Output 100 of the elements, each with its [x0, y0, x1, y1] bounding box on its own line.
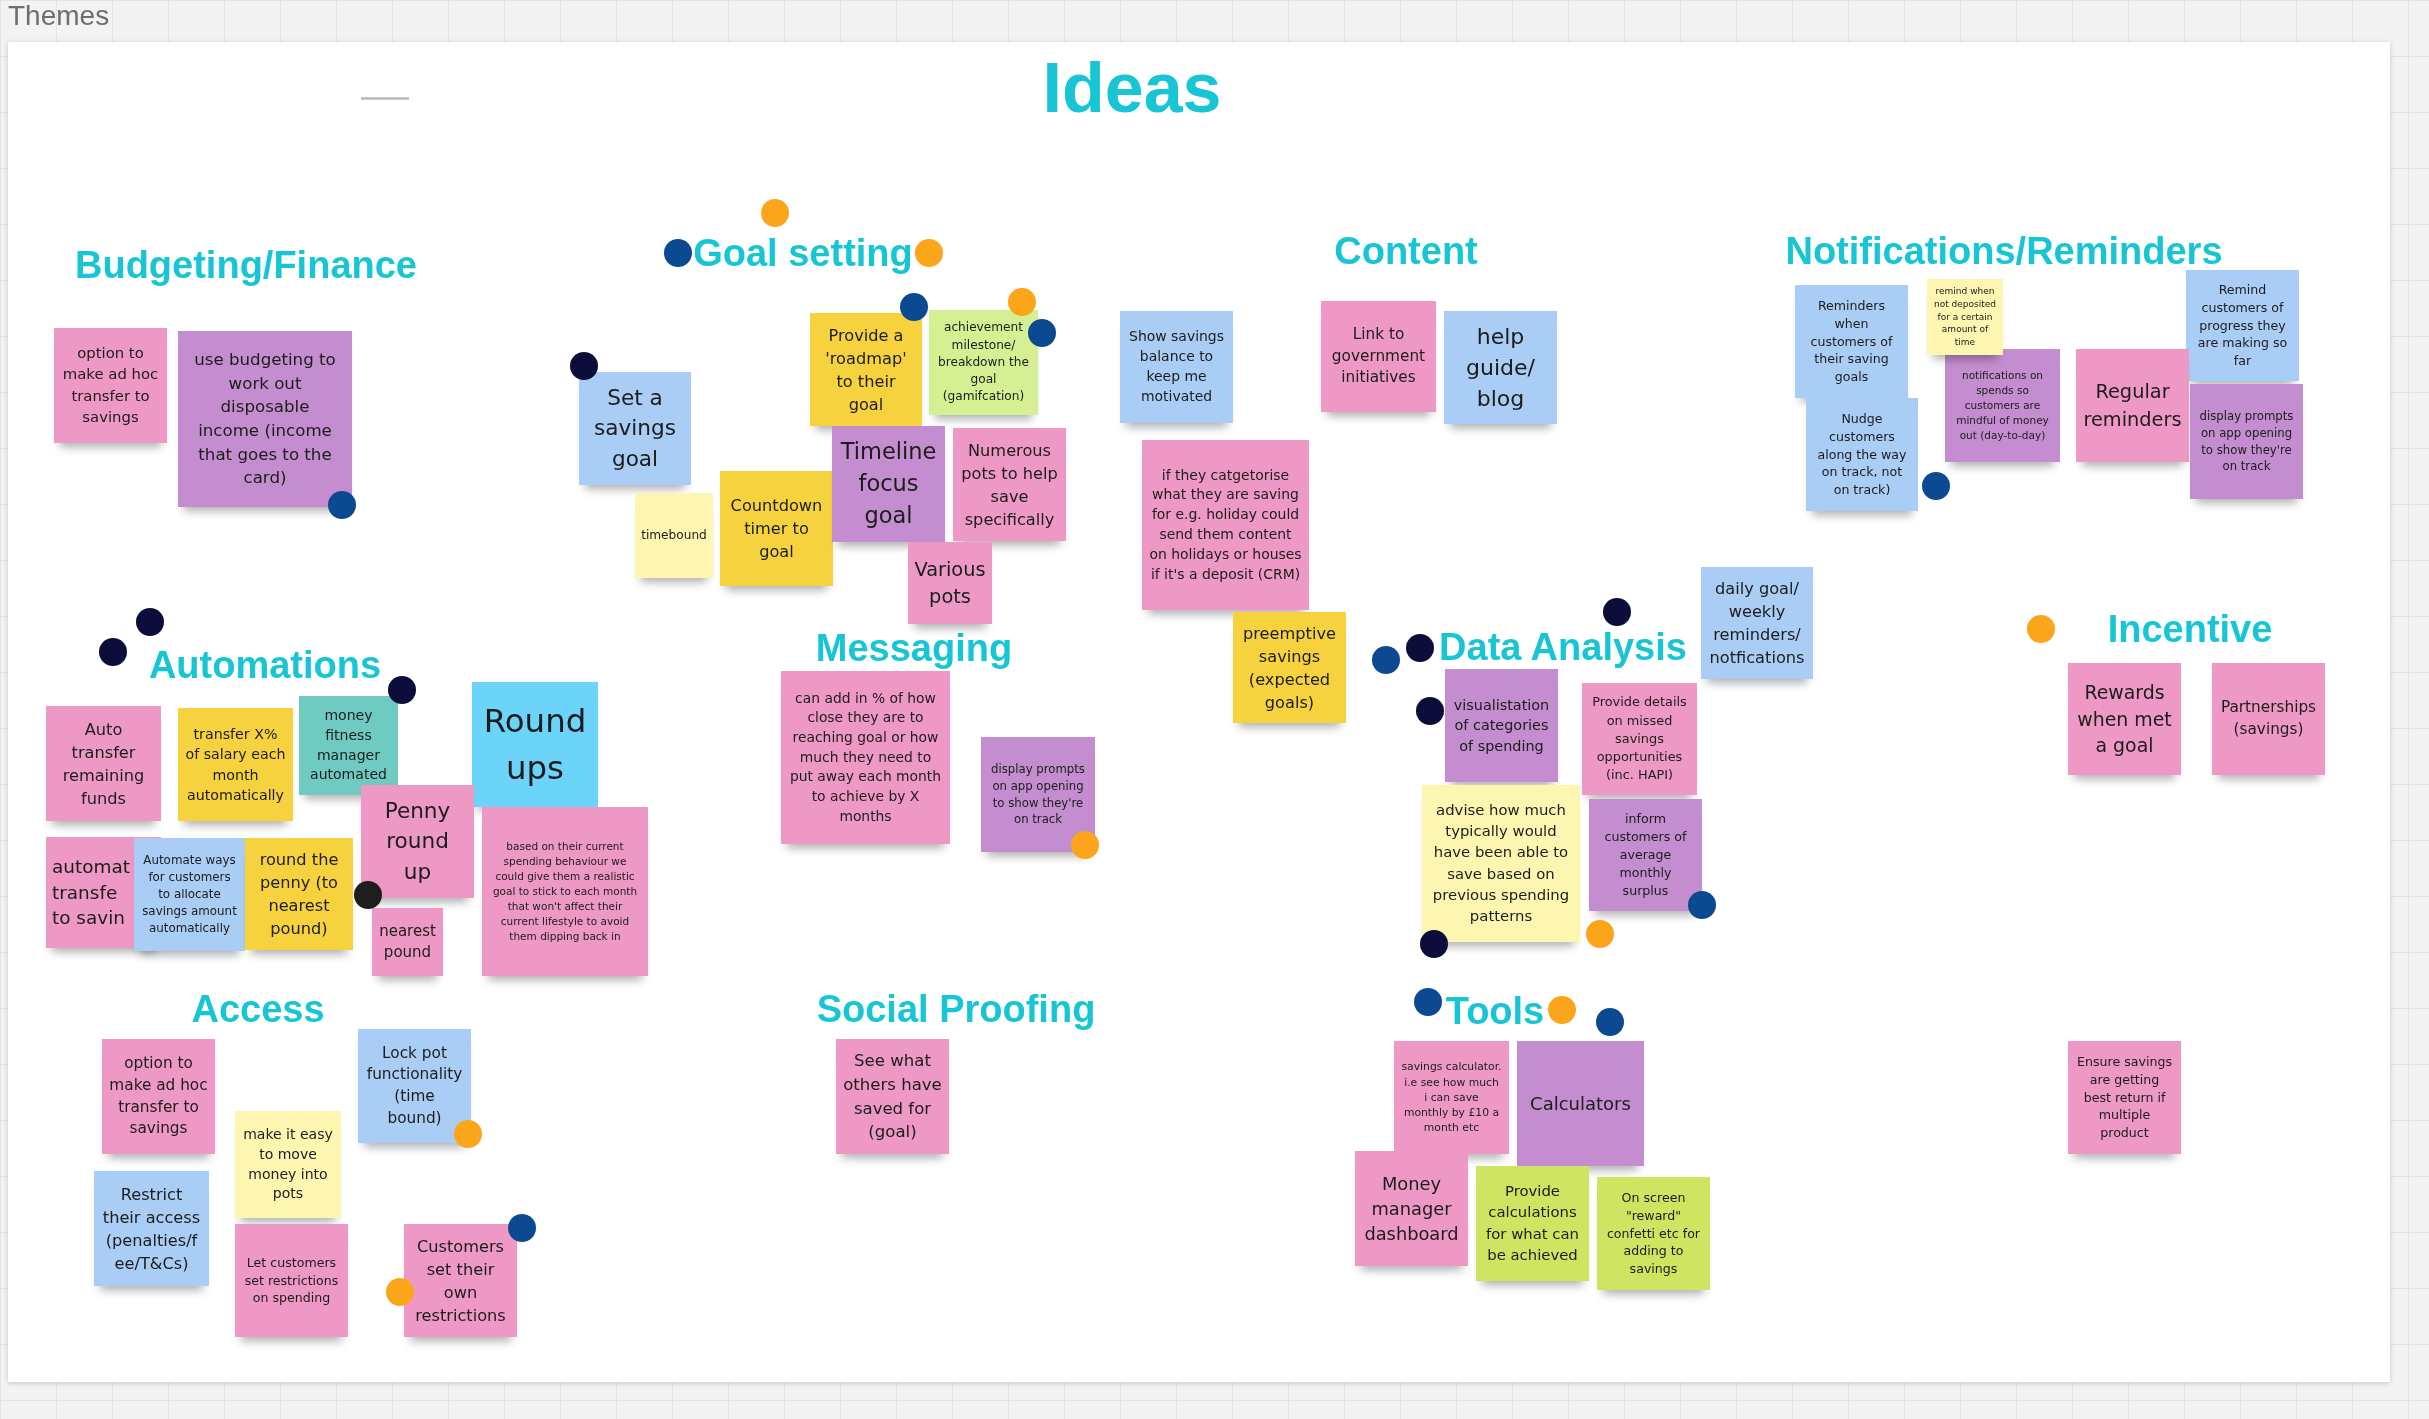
sticky-note — [781, 671, 950, 844]
note-text: Restrict their access (penalties/f ee/T&Cs) — [101, 1183, 202, 1275]
note-text: nearest pound — [378, 920, 437, 963]
note-text: Auto transfer remaining funds — [61, 718, 146, 810]
sticky-note — [1321, 301, 1436, 412]
sticky-note — [720, 471, 833, 586]
sticky-note — [1582, 683, 1697, 795]
sticky-note — [908, 542, 992, 624]
sticky-note — [2076, 349, 2189, 462]
note-text: Numerous pots to help save specifically — [960, 439, 1059, 531]
sticky-note — [2068, 1041, 2181, 1154]
note-text: Calculators — [1530, 1091, 1631, 1116]
note-text: daily goal/ weekly reminders/ notfications — [1708, 578, 1806, 669]
note-text: can add in % of how close they are to reaching goal or how much they need to put away each month to achieve by X months — [788, 688, 943, 826]
note-text: option to make ad hoc transfer to savings — [109, 1053, 208, 1140]
sticky-note — [1120, 311, 1233, 423]
sticky-note — [46, 706, 161, 821]
sticky-note — [358, 1029, 471, 1143]
note-text: Customers set their own restrictions — [414, 1235, 507, 1327]
sticky-note — [178, 331, 352, 507]
sticky-note — [953, 428, 1066, 541]
note-text: Money manager dashboard — [1363, 1171, 1460, 1247]
note-text: transfer X% of salary each month automatically — [185, 725, 286, 805]
note-text: Regular reminders — [2083, 379, 2182, 433]
sticky-note — [1422, 785, 1580, 942]
note-text: display prompts on app opening to show they're on track — [2198, 408, 2295, 475]
sticky-note — [245, 838, 353, 950]
note-text: make it easy to move money into pots — [242, 1124, 334, 1204]
sticky-note — [134, 838, 245, 951]
sticky-note — [2190, 384, 2303, 499]
section-heading: Automations — [148, 646, 382, 684]
note-text: Countdown timer to goal — [729, 495, 824, 563]
section-heading: Content — [1334, 232, 1478, 270]
sticky-note — [235, 1224, 348, 1337]
sticky-note — [2186, 270, 2299, 381]
note-text: See what others have saved for (goal) — [843, 1050, 942, 1143]
sticky-note — [832, 426, 945, 542]
sticky-note — [361, 785, 474, 898]
note-text: Set a savings goal — [593, 383, 677, 473]
sticky-note — [1701, 567, 1813, 679]
sticky-note — [836, 1039, 949, 1154]
sticky-note — [635, 493, 713, 578]
sticky-note — [1445, 669, 1558, 782]
sticky-note — [2212, 663, 2325, 775]
sticky-note — [94, 1171, 209, 1286]
sticky-note — [1355, 1151, 1468, 1266]
note-text: based on their current spending behaviour we could give them a realistic goal to stick to each month that won't affect their current lifestyle to avoid them dipping back in — [491, 839, 639, 944]
note-text: On screen "reward" confetti etc for adding to savings — [1605, 1188, 1702, 1279]
section-heading: Tools — [1445, 992, 1545, 1030]
note-text: Round ups — [482, 701, 588, 789]
note-text: Timeline focus goal — [839, 437, 938, 530]
note-text: Automate ways for customers to allocate savings amount automatically — [141, 852, 238, 937]
sticky-note — [929, 310, 1038, 415]
note-text: advise how much typically would have been able to save based on previous spending patterns — [1431, 800, 1571, 927]
section-heading: Social Proofing — [816, 990, 1096, 1028]
note-text: savings calculator. i.e see how much i can save monthly by £10 a month etc — [1401, 1059, 1502, 1136]
section-heading: Messaging — [815, 629, 1013, 667]
sticky-note — [299, 696, 398, 795]
sticky-note — [1394, 1041, 1509, 1154]
sticky-note — [1517, 1041, 1644, 1166]
sticky-note — [1589, 799, 1702, 911]
section-heading: Access — [191, 990, 325, 1028]
sticky-note — [102, 1039, 215, 1154]
sticky-note — [235, 1111, 341, 1218]
sticky-note — [482, 807, 648, 976]
note-text: notifications on spends so customers are mindful of money out (day-to-day) — [1955, 368, 2050, 443]
note-text: Provide a 'roadmap' to their goal — [824, 324, 908, 416]
sticky-note — [1444, 311, 1557, 424]
sticky-note — [1795, 285, 1908, 398]
sticky-note — [372, 908, 443, 976]
sticky-note — [810, 313, 922, 426]
note-text: inform customers of average monthly surplus — [1603, 810, 1688, 900]
note-text: if they catgetorise what they are saving for e.g. holiday could send them content on holidays or houses if it's a deposit (CRM) — [1149, 465, 1302, 584]
note-text: timebound — [641, 526, 707, 544]
frame-title: Themes — [8, 2, 110, 30]
sticky-note — [2068, 663, 2181, 775]
note-text: Lock pot functionality (time bound) — [365, 1042, 464, 1129]
note-text: achievement milestone/ breakdown the goal (gamifcation) — [937, 319, 1030, 406]
sticky-note — [54, 328, 167, 443]
section-heading: Notifications/Reminders — [1785, 232, 2223, 270]
note-text: money fitness manager automated — [309, 705, 388, 785]
note-text: display prompts on app opening to show they're on track — [990, 761, 1086, 828]
sticky-note — [1597, 1177, 1710, 1290]
sticky-note — [1945, 349, 2060, 462]
note-text: option to make ad hoc transfer to savings — [61, 343, 160, 428]
note-text: preemptive savings (expected goals) — [1242, 622, 1337, 714]
note-text: Show savings balance to keep me motivated — [1128, 327, 1225, 406]
board-title: Ideas — [1042, 53, 1222, 123]
note-text: Let customers set restrictions on spending — [243, 1253, 340, 1308]
section-heading: Data Analysis — [1439, 628, 1687, 666]
section-heading: Budgeting/Finance — [75, 246, 417, 284]
note-text: help guide/ blog — [1464, 322, 1537, 414]
note-text: Nudge customers along the way on track, not on track) — [1816, 409, 1908, 500]
note-text: Reminders when customers of their saving goals — [1809, 296, 1894, 387]
sticky-note — [1476, 1166, 1589, 1281]
note-text: Partnerships (savings) — [2219, 697, 2318, 740]
sticky-note — [579, 372, 691, 485]
note-text: use budgeting to work out disposable income (income that goes to the card) — [194, 349, 336, 490]
sticky-note — [178, 708, 293, 821]
note-text: Various pots — [913, 556, 987, 610]
